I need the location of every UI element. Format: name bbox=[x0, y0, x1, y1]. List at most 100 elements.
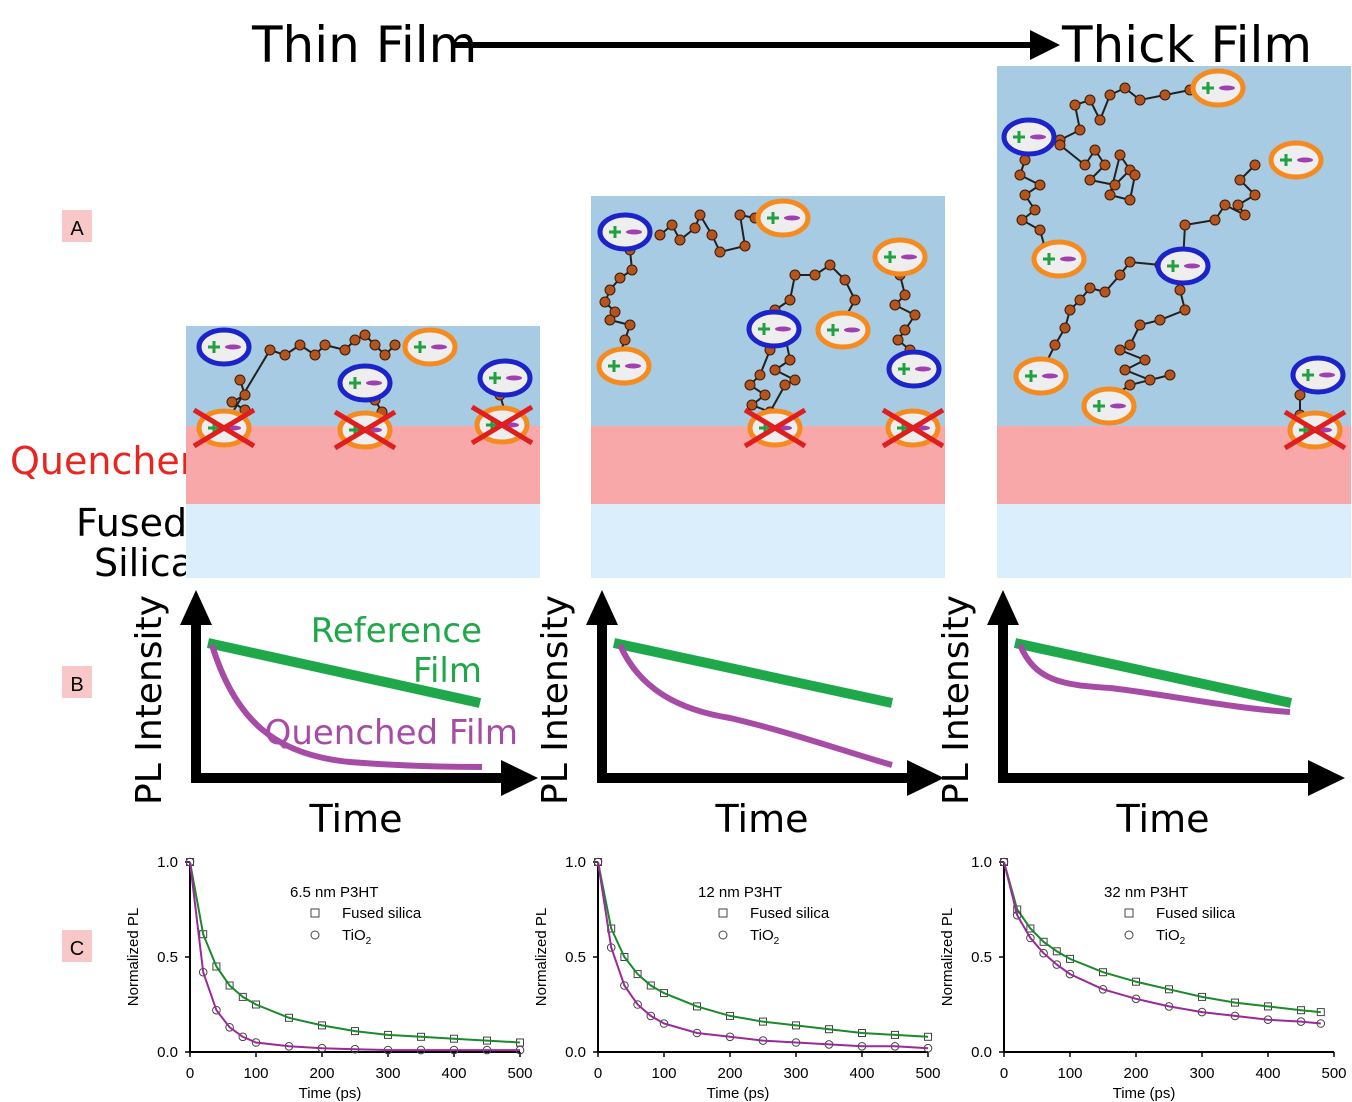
x-tick-label: 300 bbox=[375, 1065, 400, 1082]
quenched-decay-curve bbox=[209, 644, 483, 770]
y-tick-label: 0.0 bbox=[565, 1044, 586, 1061]
chain-bead bbox=[1239, 209, 1251, 221]
y-tick-label: 1.0 bbox=[157, 854, 178, 871]
chain-bead bbox=[1099, 286, 1111, 298]
chain-bead bbox=[1124, 379, 1136, 391]
svg-text:A: A bbox=[70, 218, 84, 240]
schematic-ylabel: PL Intensity bbox=[535, 595, 576, 805]
legend-label: Fused silica bbox=[342, 905, 422, 922]
quenched-decay-curve bbox=[1017, 643, 1291, 715]
chain-bead bbox=[899, 289, 911, 301]
chain-bead bbox=[1019, 154, 1031, 166]
chain-bead bbox=[1159, 89, 1171, 101]
schematic-y-arrowhead bbox=[180, 590, 212, 625]
fused-silica-substrate bbox=[591, 504, 945, 578]
chain-bead bbox=[1104, 89, 1116, 101]
chart-ylabel: Normalized PL bbox=[125, 908, 142, 1006]
reference-decay-line bbox=[612, 638, 894, 708]
legend-marker-circle bbox=[718, 930, 728, 940]
chain-bead bbox=[739, 240, 751, 252]
data-point-square bbox=[1039, 937, 1048, 946]
data-point-circle bbox=[1039, 948, 1048, 958]
schematic-y-arrowhead bbox=[987, 590, 1019, 625]
chain-bead bbox=[1114, 344, 1126, 356]
fit-curve bbox=[1003, 861, 1321, 1014]
exciton-blue bbox=[196, 327, 252, 367]
chain-bead bbox=[234, 374, 246, 386]
chain-bead bbox=[264, 344, 276, 356]
exciton-orange bbox=[1268, 140, 1324, 180]
chain-bead bbox=[226, 396, 238, 408]
chain-bead bbox=[839, 274, 851, 286]
x-tick-label: 400 bbox=[849, 1065, 874, 1082]
data-point-square bbox=[646, 981, 655, 990]
chain-bead bbox=[1019, 189, 1031, 201]
reference-decay-line bbox=[206, 638, 482, 708]
exciton-orange bbox=[1190, 68, 1246, 108]
chain-bead bbox=[604, 314, 616, 326]
data-point-circle bbox=[225, 1023, 234, 1032]
chain-bead bbox=[1154, 314, 1166, 326]
chain-bead bbox=[784, 294, 796, 306]
fit-curve bbox=[1003, 861, 1321, 1025]
y-tick-label: 0.0 bbox=[157, 1044, 178, 1061]
x-tick-label: 500 bbox=[507, 1065, 532, 1082]
data-point-square bbox=[633, 970, 642, 979]
legend-marker-square bbox=[1124, 908, 1134, 918]
chain-bead bbox=[1114, 149, 1126, 161]
y-tick-label: 0.5 bbox=[157, 949, 178, 966]
chain-bead bbox=[1134, 94, 1146, 106]
chain-bead bbox=[359, 329, 371, 341]
quenched-exciton bbox=[743, 407, 807, 449]
reference-decay-line bbox=[1013, 638, 1293, 708]
quenched-exciton bbox=[1283, 409, 1347, 451]
exciton-orange bbox=[596, 346, 652, 386]
chain-bead bbox=[1049, 339, 1061, 351]
chain-bead bbox=[1074, 294, 1086, 306]
exciton-blue bbox=[1155, 246, 1211, 286]
legend-marker-circle bbox=[1124, 930, 1134, 940]
chain-bead bbox=[744, 379, 756, 391]
y-tick-label: 1.0 bbox=[565, 854, 586, 871]
chain-bead bbox=[789, 374, 801, 386]
row-label-c: C bbox=[62, 930, 92, 962]
exciton-orange bbox=[402, 327, 458, 367]
exciton-blue bbox=[1290, 355, 1346, 395]
reference-label-line2: Film bbox=[413, 651, 482, 691]
x-tick-label: 0 bbox=[594, 1065, 602, 1082]
exciton-blue bbox=[597, 212, 653, 252]
chain-bead bbox=[604, 284, 616, 296]
data-point-square bbox=[225, 981, 234, 990]
chain-bead bbox=[294, 339, 306, 351]
chain-bead bbox=[1232, 199, 1244, 211]
chart-xlabel: Time (ps) bbox=[299, 1085, 362, 1102]
data-point-circle bbox=[1098, 985, 1108, 994]
thickness-arrow-head bbox=[1030, 30, 1060, 60]
data-point-circle bbox=[620, 981, 629, 990]
data-point-square bbox=[238, 992, 247, 1001]
quenched-label: Quenched Film bbox=[265, 713, 518, 753]
x-tick-label: 0 bbox=[186, 1065, 194, 1082]
chain-bead bbox=[624, 319, 636, 331]
chart-ylabel: Normalized PL bbox=[939, 908, 956, 1006]
data-point-square bbox=[1066, 954, 1074, 963]
data-point-circle bbox=[212, 1005, 221, 1015]
legend-marker-circle bbox=[310, 930, 320, 940]
chain-bead bbox=[349, 334, 361, 346]
chain-bead bbox=[754, 369, 766, 381]
x-tick-label: 200 bbox=[717, 1065, 742, 1082]
chain-bead bbox=[1094, 114, 1106, 126]
row-label-a: A bbox=[62, 210, 92, 242]
chain-bead bbox=[694, 209, 706, 221]
data-point-square bbox=[212, 962, 221, 971]
chain-bead bbox=[666, 219, 678, 231]
chain-bead bbox=[654, 229, 666, 241]
exciton-blue bbox=[1001, 117, 1057, 157]
chain-bead bbox=[899, 324, 911, 336]
schematic-y-arrowhead bbox=[586, 590, 618, 625]
chain-bead bbox=[1099, 159, 1111, 171]
chain-bead bbox=[239, 389, 251, 401]
x-tick-label: 0 bbox=[1000, 1065, 1008, 1082]
chain-bead bbox=[609, 306, 621, 318]
